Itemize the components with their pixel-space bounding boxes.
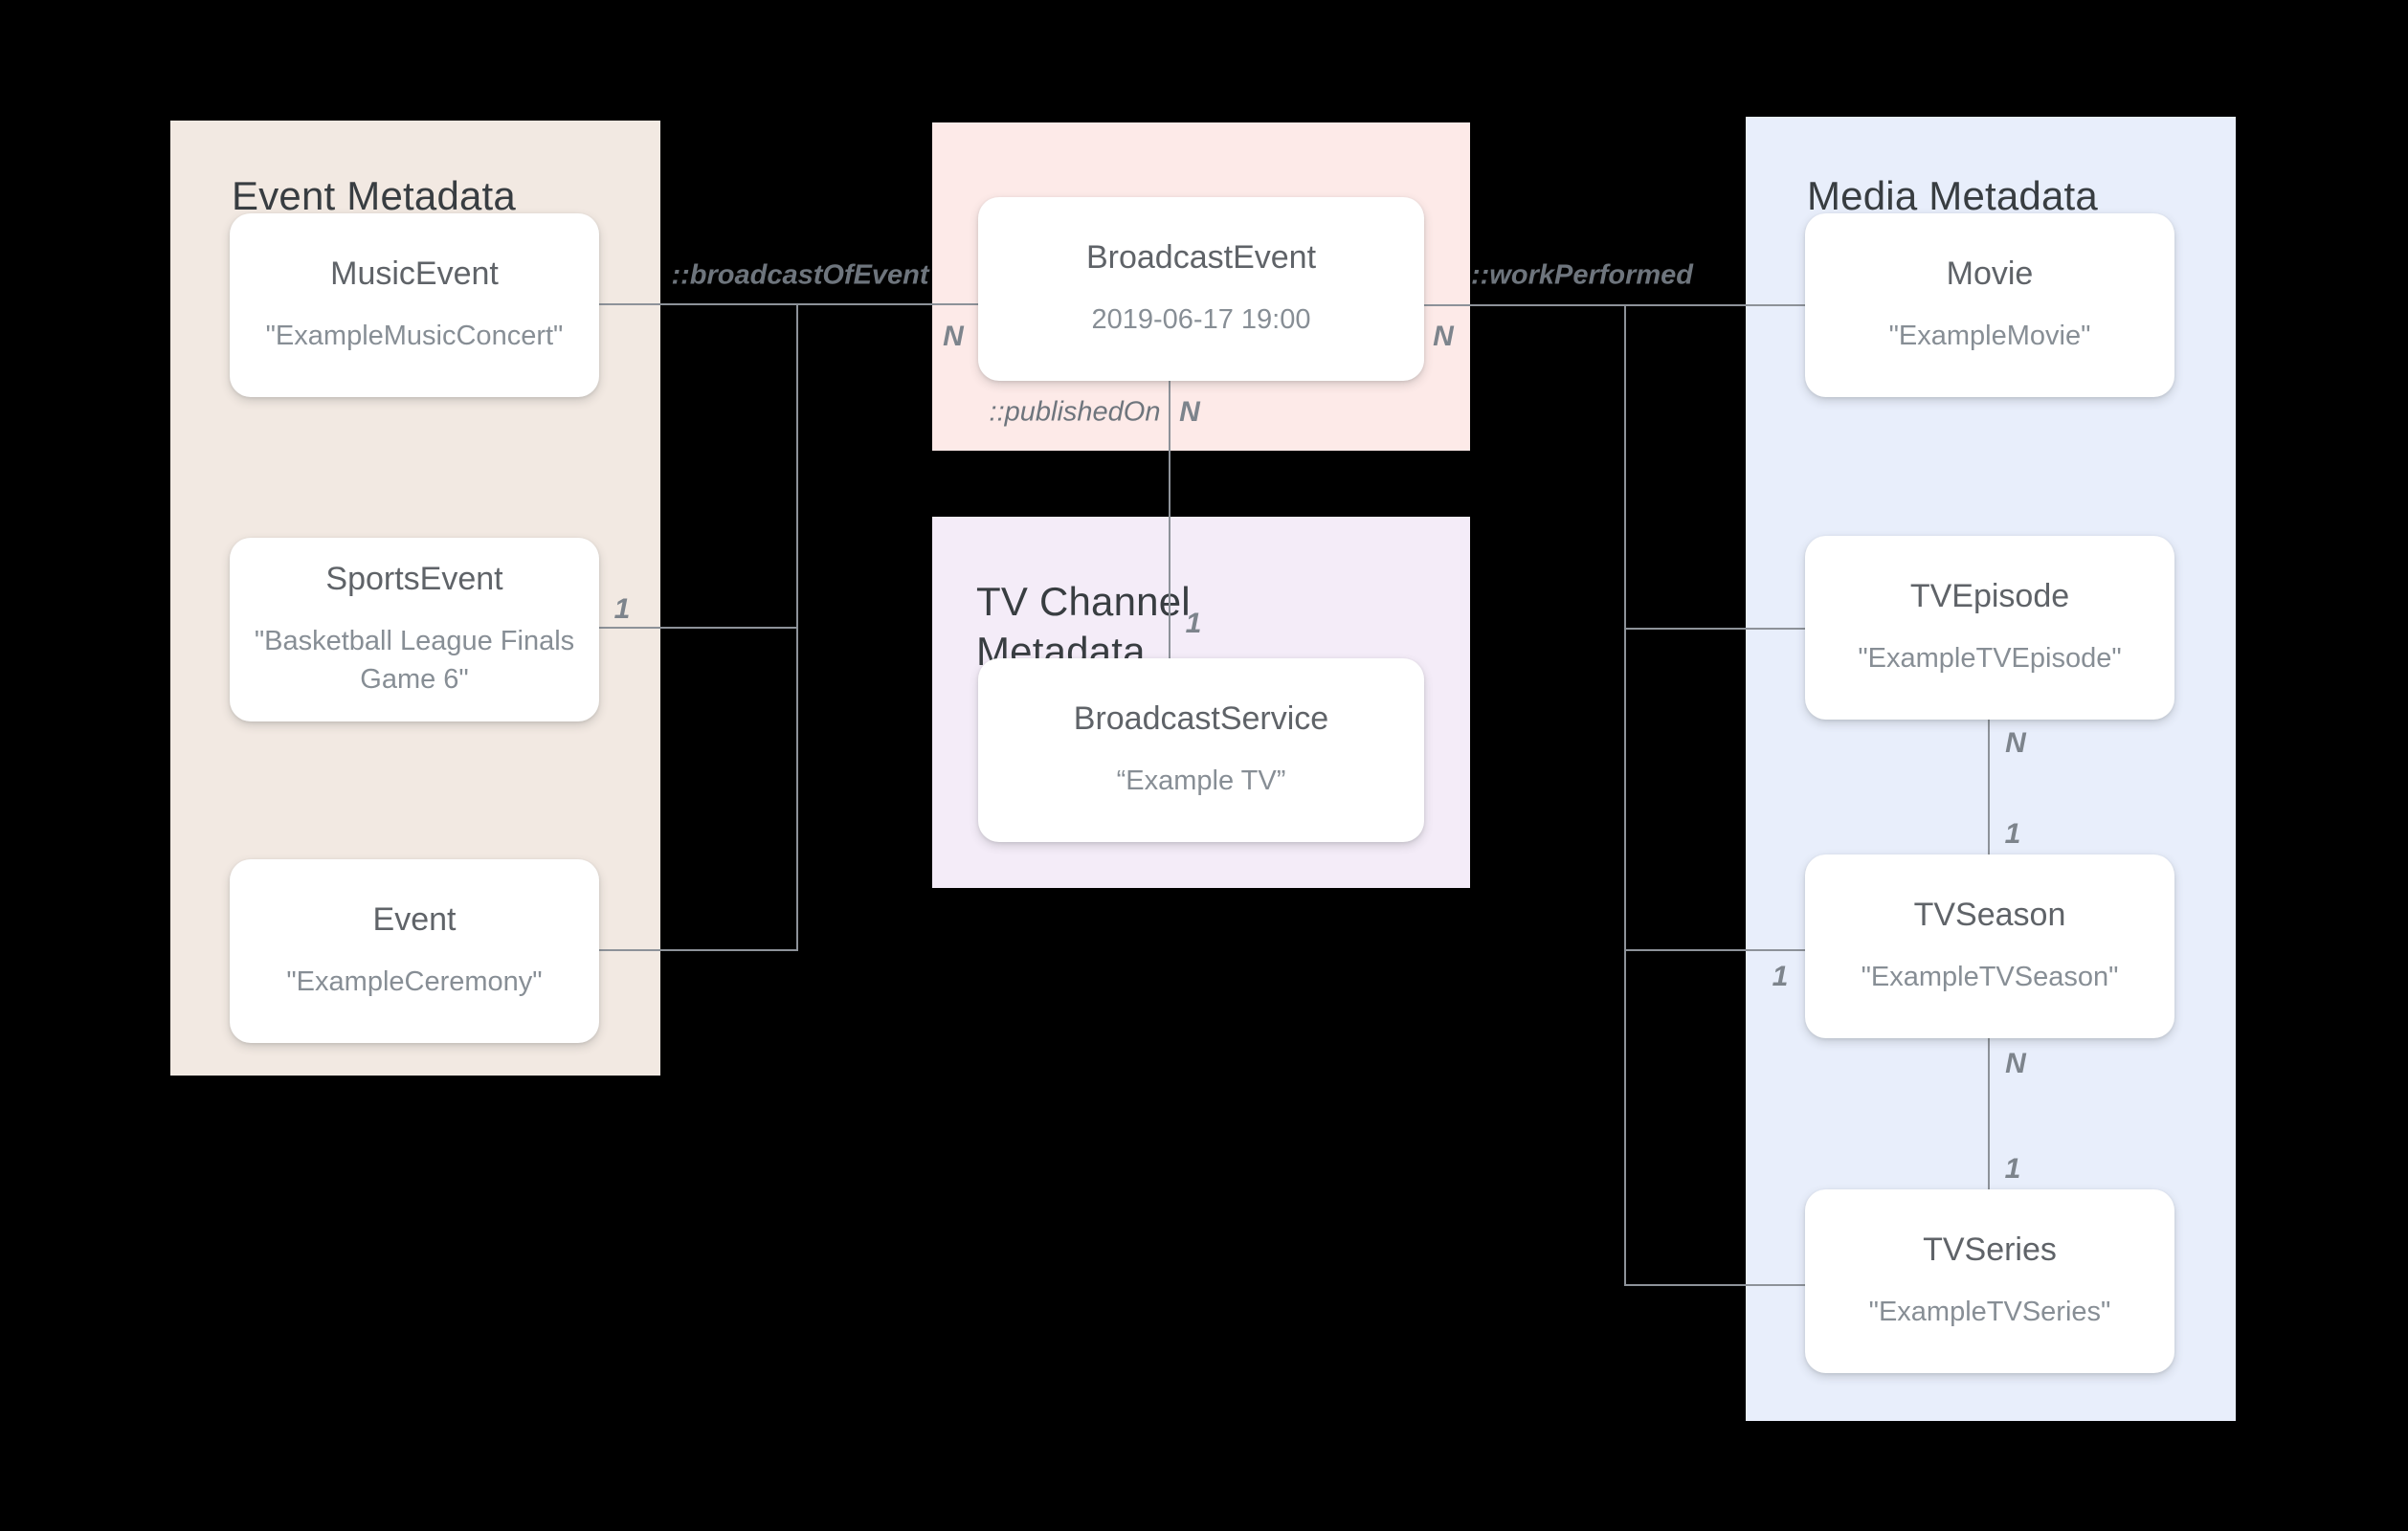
cardinality-episode-season-1: 1 [2004,818,2021,850]
connector-left-junction-line [796,303,798,951]
cardinality-broadcastevent-left-n: N [943,321,964,352]
cardinality-publishedon-1: 1 [1185,608,1202,639]
node-title: TVSeason [1913,896,2066,933]
node-value: “Example TV” [1116,765,1286,796]
node-sports-event: SportsEvent "Basketball League Finals Ga… [230,538,599,721]
cardinality-publishedon-n: N [1179,396,1200,428]
node-tv-series: TVSeries "ExampleTVSeries" [1805,1189,2174,1373]
node-title: SportsEvent [325,561,503,598]
node-broadcast-event: BroadcastEvent 2019-06-17 19:00 [978,197,1424,381]
connector-tvseries-branch-line [1625,1284,1805,1286]
connector-season-series-line [1988,1038,1990,1189]
connector-broadcastofevent-line [599,303,978,305]
node-value: "Basketball League Finals Game 6" [254,626,575,695]
edge-label-workperformed: ::workPerformed [1470,259,1694,291]
node-title: Movie [1946,255,2034,292]
connector-right-trunk-line [1624,304,1626,1286]
panel-title-event-metadata: Event Metadata [232,172,516,218]
connector-episode-season-line [1988,720,1990,854]
node-title: BroadcastEvent [1085,238,1317,276]
node-title: TVSeries [1923,1231,2057,1268]
cardinality-season-series-n: N [2005,1048,2026,1079]
node-tv-season: TVSeason "ExampleTVSeason" [1805,854,2174,1038]
cardinality-season-series-1: 1 [2004,1153,2021,1185]
node-value: "ExampleMusicConcert" [265,320,564,351]
edge-label-broadcastofevent: ::broadcastOfEvent [671,259,929,291]
connector-workperformed-line [1424,304,1805,306]
node-value: 2019-06-17 19:00 [1091,303,1311,335]
node-value: "ExampleTVSeason" [1861,961,2119,992]
node-music-event: MusicEvent "ExampleMusicConcert" [230,213,599,397]
node-value: "ExampleCeremony" [286,965,543,997]
edge-label-publishedon: ::publishedOn [989,396,1161,428]
cardinality-sportsevent-1: 1 [613,593,631,625]
cardinality-episode-season-n: N [2005,727,2026,759]
connector-sportsevent-branch-line [599,627,797,629]
node-event: Event "ExampleCeremony" [230,859,599,1043]
node-movie: Movie "ExampleMovie" [1805,213,2174,397]
node-value: "ExampleTVSeries" [1868,1296,2111,1327]
node-tv-episode: TVEpisode "ExampleTVEpisode" [1805,536,2174,720]
node-value: "ExampleMovie" [1888,320,2091,351]
panel-title-tv-channel-metadata: TV Channel Metadata [976,578,1191,675]
node-broadcast-service: BroadcastService “Example TV” [978,658,1424,842]
connector-publishedon-line [1169,381,1171,658]
cardinality-tvseason-left-1: 1 [1772,961,1789,992]
connector-event-branch-line [599,949,797,951]
connector-tvseason-branch-line [1625,949,1805,951]
node-title: Event [372,900,457,938]
node-title: BroadcastService [1073,699,1329,737]
connector-tvepisode-branch-line [1625,628,1805,630]
node-title: TVEpisode [1909,577,2070,614]
cardinality-broadcastevent-right-n: N [1433,321,1454,352]
node-value: "ExampleTVEpisode" [1858,642,2122,674]
node-title: MusicEvent [330,255,499,292]
panel-title-media-metadata: Media Metadata [1807,172,2098,218]
